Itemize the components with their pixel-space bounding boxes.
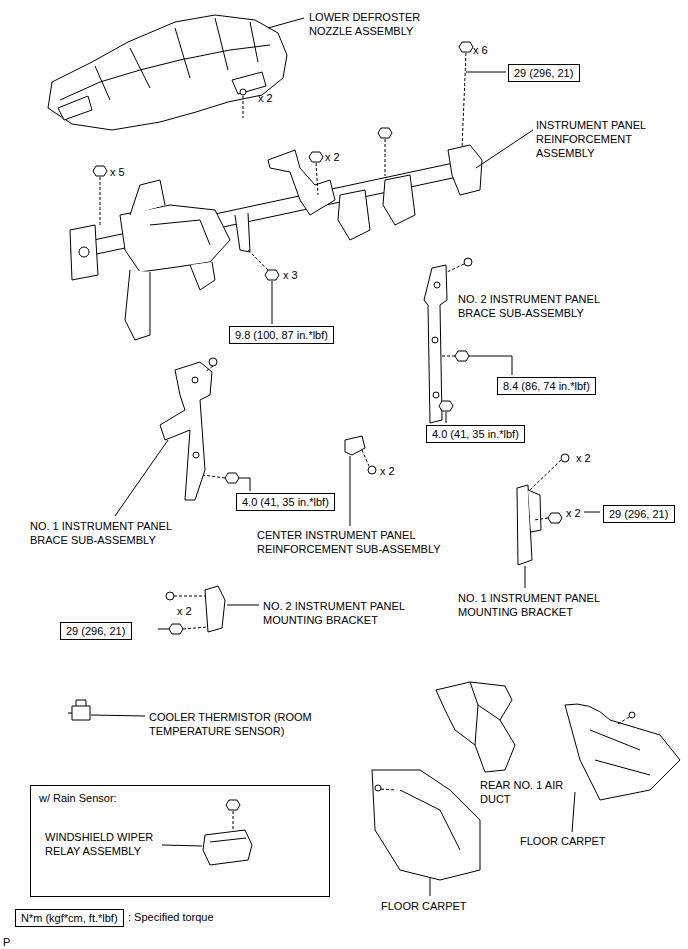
mounting-bracket-1 [517,454,600,588]
torque-box: 9.8 (100, 87 in.*lbf) [229,326,334,344]
quantity: x 2 [177,604,192,618]
screw [240,89,246,118]
part-name: LOWER DEFROSTER NOZZLE ASSEMBLY [309,10,449,38]
torque-value: 8.4 (86, 74 in.*lbf) [503,379,590,393]
part-name: NO. 1 INSTRUMENT PANEL BRACE SUB-ASSEMBL… [30,519,195,547]
quantity: x 3 [283,268,298,282]
defroster-nozzle [48,15,304,130]
torque-box: 4.0 (41, 35 in.*lbf) [236,493,335,511]
figure-code: P [3,935,10,949]
part-name: NO. 2 INSTRUMENT PANEL BRACE SUB-ASSEMBL… [458,292,623,320]
air-duct [436,682,515,772]
torque-box: 4.0 (41, 35 in.*lbf) [426,425,525,443]
mounting-bracket-2 [158,586,259,634]
quantity: x 2 [566,506,581,520]
part-name: CENTER INSTRUMENT PANEL REINFORCEMENT SU… [257,528,467,556]
torque-value: 29 (296, 21) [609,507,668,521]
torque-value: N*m (kgf*cm, ft.*lbf) [21,911,118,925]
part-name: WINDSHIELD WIPER RELAY ASSEMBLY [45,830,175,858]
center-bracket [345,436,376,526]
option-panel: w/ Rain Sensor: WINDSHIELD WIPER RELAY AS… [30,785,330,897]
torque-value: 9.8 (100, 87 in.*lbf) [235,328,328,342]
thermistor [68,700,145,720]
part-name: FLOOR CARPET [520,834,606,848]
part-name: FLOOR CARPET [381,899,467,913]
part-name: NO. 1 INSTRUMENT PANEL MOUNTING BRACKET [458,591,628,619]
torque-box: 8.4 (86, 74 in.*lbf) [497,377,596,395]
quantity: x 2 [380,464,395,478]
torque-box: 29 (296, 21) [60,622,132,640]
torque-box: N*m (kgf*cm, ft.*lbf) [15,909,124,927]
option-heading: w/ Rain Sensor: [39,791,117,805]
brace-2 [424,258,512,423]
part-name: INSTRUMENT PANEL REINFORCEMENT ASSEMBLY [536,118,661,160]
part-name: NO. 2 INSTRUMENT PANEL MOUNTING BRACKET [263,599,433,627]
floor-carpet [372,704,680,896]
legend-entry: : Specified torque [128,910,214,924]
quantity: x 2 [576,451,591,465]
torque-value: 29 (296, 21) [66,624,125,638]
quantity: x 2 [325,150,340,164]
quantity: x 5 [110,165,125,179]
torque-box: 29 (296, 21) [508,64,580,82]
wiper-relay [162,800,252,865]
quantity: x 6 [473,43,488,57]
part-name: REAR NO. 1 AIR DUCT [480,778,565,806]
legend-text: : Specified torque [128,911,214,923]
brace-1 [115,358,250,516]
torque-box: 29 (296, 21) [603,505,675,523]
part-name: COOLER THERMISTOR (ROOM TEMPERATURE SENS… [149,710,344,738]
torque-value: 4.0 (41, 35 in.*lbf) [432,427,519,441]
torque-value: 29 (296, 21) [514,66,573,80]
quantity: x 2 [258,91,273,105]
torque-value: 4.0 (41, 35 in.*lbf) [242,495,329,509]
